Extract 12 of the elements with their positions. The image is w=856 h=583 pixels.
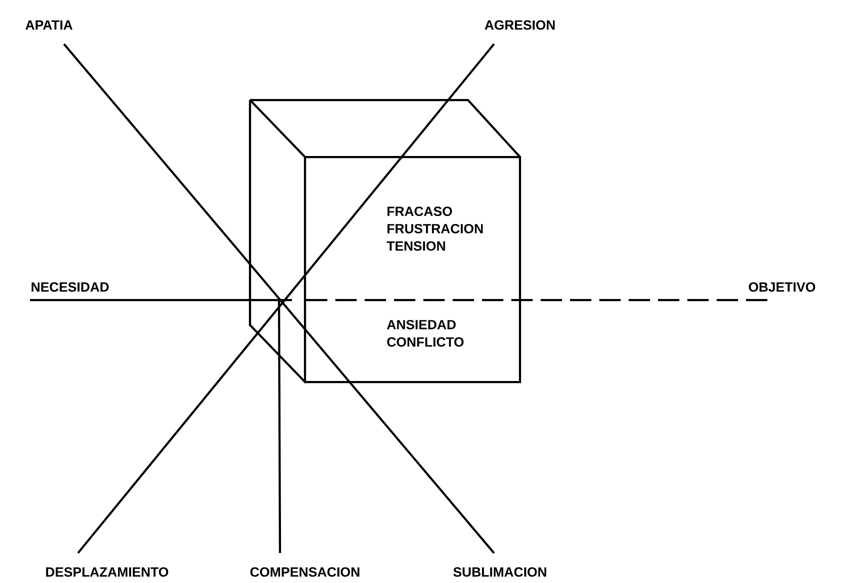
line-label: APATIA (26, 20, 72, 30)
line (30, 298, 292, 302)
line-label: COMPENSACION (250, 567, 360, 577)
line-label: DESPLAZAMIENTO (46, 567, 168, 577)
line-label: SUBLIMACION (453, 567, 546, 577)
line-label: NECESIDAD (32, 282, 109, 292)
box-text: FRACASO FRUSTRACION TENSION (386, 206, 483, 251)
line-label: AGRESION (484, 20, 555, 30)
box-text: ANSIEDAD CONFLICTO (386, 320, 464, 347)
line (306, 298, 770, 302)
line (278, 300, 282, 554)
line-label: OBJETIVO (748, 282, 816, 292)
